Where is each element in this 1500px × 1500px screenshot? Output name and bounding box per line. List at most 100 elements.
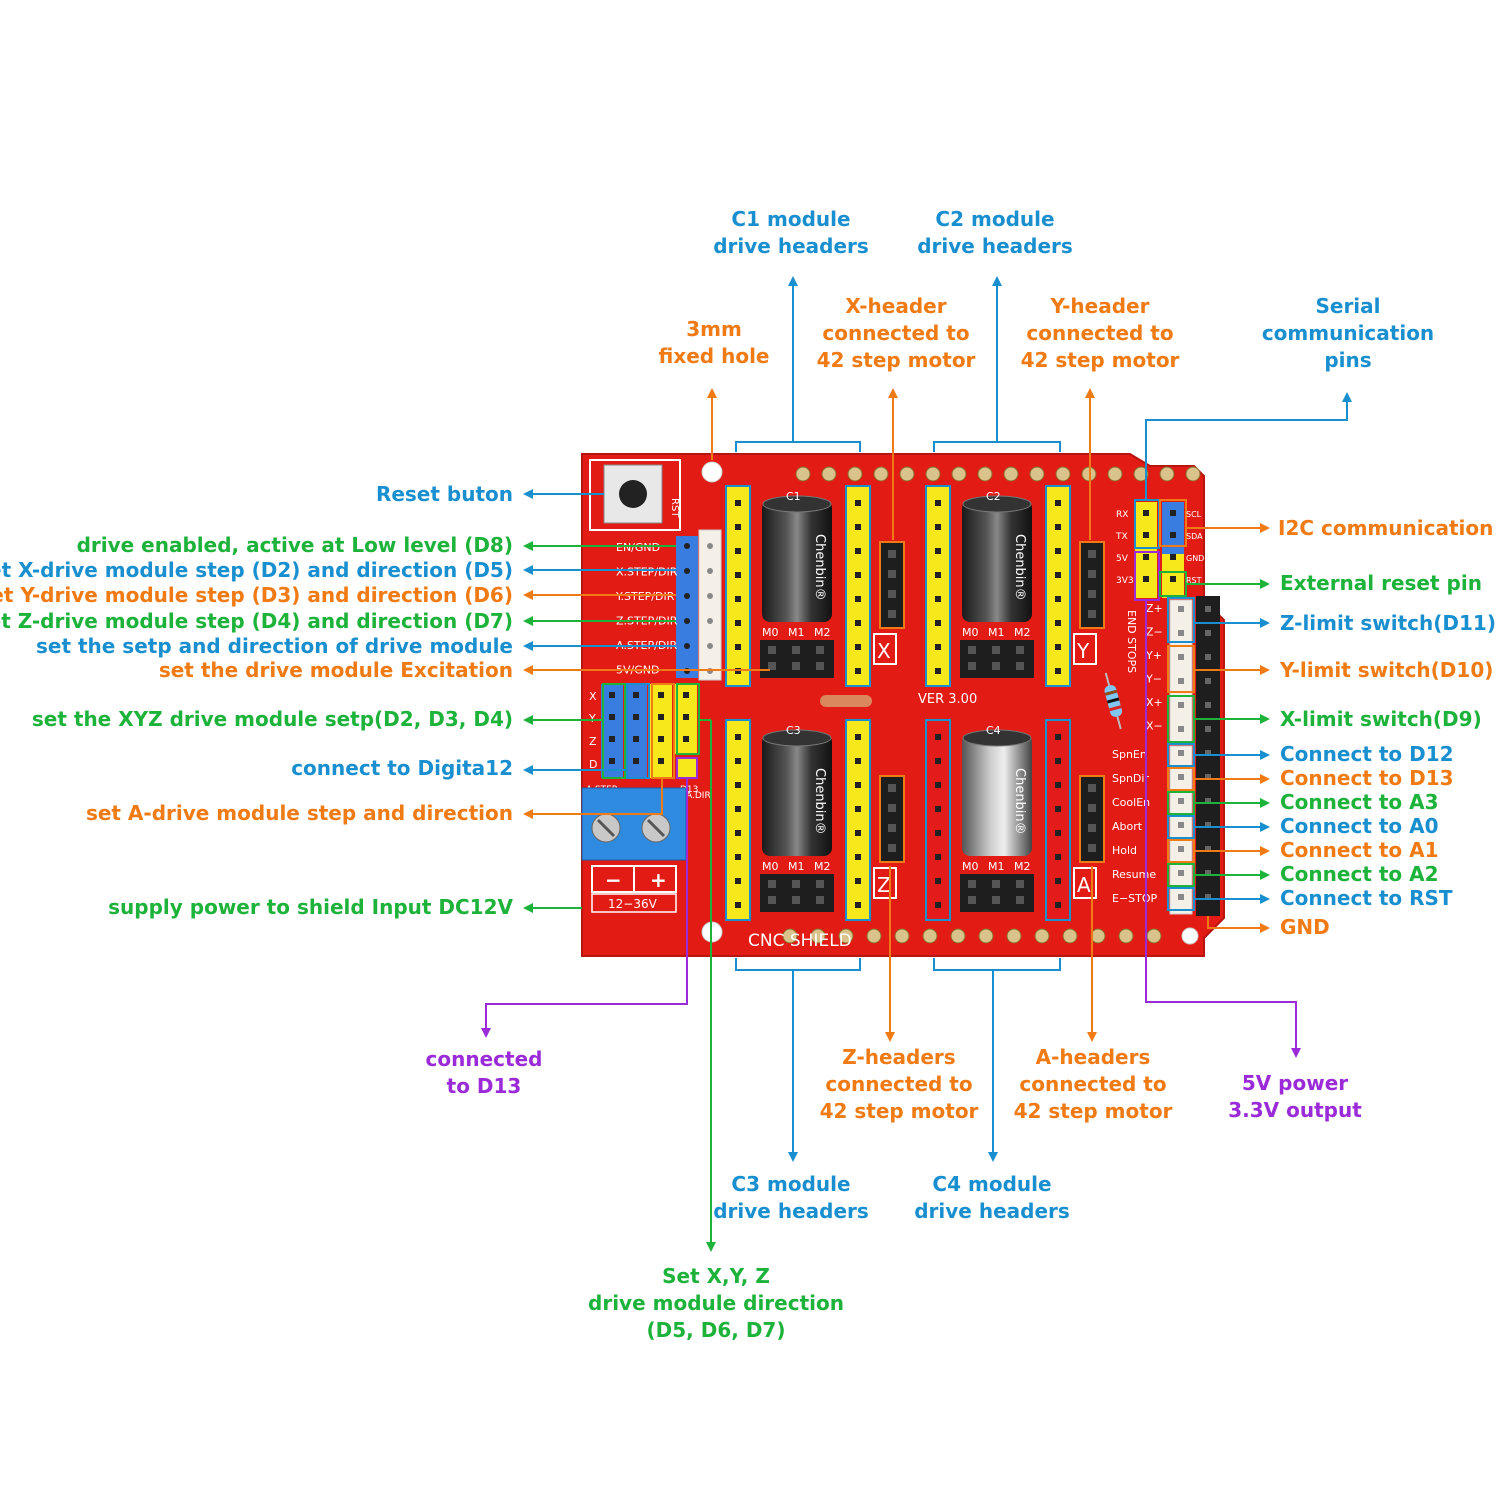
module-name: C4 [986, 724, 1001, 737]
label-enable: drive enabled, active at Low level (D8) [76, 533, 513, 557]
module-pin-label: M0 [962, 860, 979, 873]
control-pin-label: SpnDir [1112, 772, 1149, 785]
header-hole [894, 928, 910, 944]
pin [935, 548, 941, 554]
power-terminal: − + 12−36V [581, 787, 687, 913]
capacitor-top [962, 729, 1032, 747]
pin [1055, 806, 1061, 812]
pin [992, 896, 1000, 904]
pin [992, 880, 1000, 888]
diode [820, 695, 872, 707]
pin [1016, 662, 1024, 670]
jumper-pin [633, 758, 639, 764]
pin [1055, 878, 1061, 884]
pin [792, 646, 800, 654]
label-d12: Connect to D12 [1280, 742, 1454, 766]
pin [684, 593, 690, 599]
label-a0: Connect to A0 [1280, 814, 1439, 838]
pin [1055, 524, 1061, 530]
pin [968, 896, 976, 904]
label-y-limit: Y-limit switch(D10) [1280, 658, 1494, 682]
pin [735, 854, 741, 860]
pin [735, 902, 741, 908]
pin [1055, 596, 1061, 602]
pin [792, 880, 800, 888]
pin [735, 734, 741, 740]
pin [968, 880, 976, 888]
capacitor-label: Chenbin® [812, 768, 827, 835]
pin [1205, 606, 1211, 612]
control-pin-label: E−STOP [1112, 892, 1158, 905]
i2c-pin-label: GND [1186, 554, 1204, 563]
reset-button[interactable]: RST [589, 459, 681, 531]
left-pin-label: Y.STEP/DIR [615, 590, 675, 603]
pin [1055, 548, 1061, 554]
header-hole [1146, 928, 1162, 944]
module-pin-label: M1 [988, 626, 1005, 639]
pin [735, 524, 741, 530]
jumper-label-y: Y [588, 712, 596, 725]
capacitor-top [962, 495, 1032, 513]
label-c4-module: C4 module drive headers [914, 1172, 1070, 1223]
pin [935, 830, 941, 836]
pin [855, 782, 861, 788]
pin [1178, 654, 1184, 660]
pin [855, 644, 861, 650]
pin [1055, 854, 1061, 860]
pin [1088, 784, 1096, 792]
pin [935, 734, 941, 740]
microstep-jumpers [960, 640, 1034, 678]
label-external-reset: External reset pin [1280, 571, 1482, 595]
pin [816, 662, 824, 670]
pin [735, 758, 741, 764]
pin [1055, 902, 1061, 908]
pin [855, 734, 861, 740]
pin [935, 668, 941, 674]
label-a1: Connect to A1 [1280, 838, 1439, 862]
header-hole [1003, 466, 1019, 482]
pin [1055, 644, 1061, 650]
pin [1055, 620, 1061, 626]
pin [792, 662, 800, 670]
pin [768, 646, 776, 654]
label-d13-right: Connect to D13 [1280, 766, 1454, 790]
pin [707, 543, 713, 549]
header-hole [899, 466, 915, 482]
pin [1143, 510, 1149, 516]
jumper-pin [683, 736, 689, 742]
pin [1088, 590, 1096, 598]
label-power-output: 5V power 3.3V output [1228, 1071, 1362, 1122]
label-reset: Reset buton [375, 482, 513, 506]
pin [1178, 846, 1184, 852]
pin [855, 524, 861, 530]
serial-pin-label: RX [1116, 510, 1128, 520]
control-pin-label: SpnEn [1112, 748, 1147, 761]
microstep-jumpers [960, 874, 1034, 912]
label-a3: Connect to A3 [1280, 790, 1439, 814]
pin [935, 782, 941, 788]
jumper-pin [633, 692, 639, 698]
label-x-limit: X-limit switch(D9) [1280, 707, 1482, 731]
pin [888, 824, 896, 832]
pin [1143, 554, 1149, 560]
pin [707, 568, 713, 574]
pin [1143, 532, 1149, 538]
pin [935, 806, 941, 812]
jumper-pin [658, 758, 664, 764]
pin [1143, 576, 1149, 582]
endstop-pin-label: Y− [1145, 673, 1162, 686]
pin [1205, 894, 1211, 900]
pin [1205, 870, 1211, 876]
module-header [925, 485, 951, 687]
header-hole [810, 928, 826, 944]
header-hole [977, 466, 993, 482]
axis-box [1073, 633, 1097, 665]
pin [855, 806, 861, 812]
pin [855, 854, 861, 860]
pin [1088, 844, 1096, 852]
pin [684, 568, 690, 574]
pin [935, 878, 941, 884]
jumper-pin [609, 736, 615, 742]
label-z-limit: Z-limit switch(D11) [1280, 611, 1496, 635]
power-plus-silk: + [650, 868, 667, 892]
